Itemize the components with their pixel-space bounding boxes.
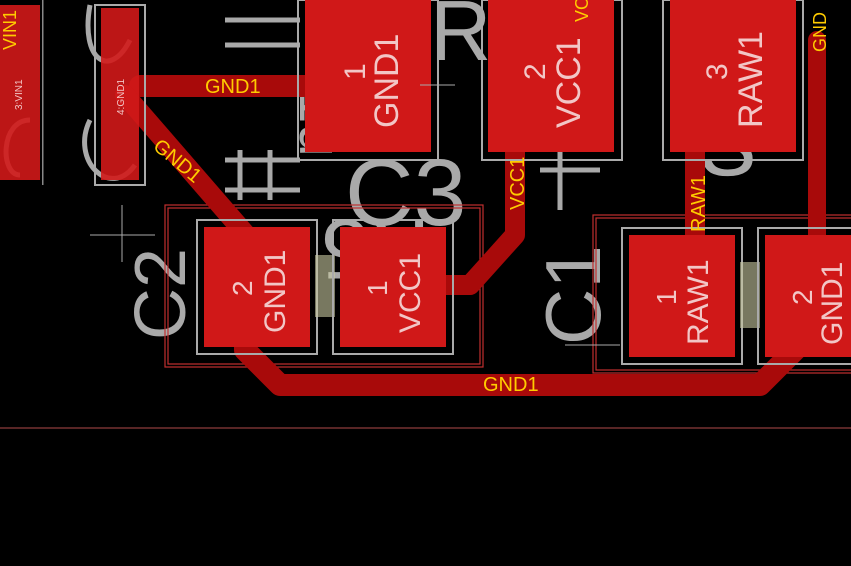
trace-vcc	[430, 135, 525, 295]
net-label-raw: RAW1	[688, 175, 710, 232]
pad-c2-vcc-net: VCC1	[394, 253, 427, 333]
pad-c1-raw-num: 1	[651, 289, 682, 305]
pad-c1-raw[interactable]: 1 RAW1	[621, 227, 743, 365]
origin-marks	[90, 84, 620, 346]
pad-c1-gnd-net: GND1	[816, 262, 849, 345]
pad-c2-vcc[interactable]: 1 VCC1	[332, 219, 454, 355]
pad-left-vin[interactable]: 3:VIN1	[0, 0, 44, 185]
net-label-gnd-top-right: GND	[810, 12, 830, 52]
pad-c2-gnd-num: 2	[227, 280, 258, 296]
pad-top-gnd-num: 1	[339, 63, 372, 80]
c2-body	[315, 255, 335, 317]
pad-c1-raw-net: RAW1	[682, 259, 715, 345]
pad-c1-gnd[interactable]: 2 GND1	[757, 227, 851, 365]
silk-c2: C2	[121, 248, 201, 340]
net-label-vcc-top-right: VC	[572, 0, 592, 22]
silk-c1: C1	[529, 245, 617, 345]
pad-top-vcc-net: VCC1	[550, 37, 588, 128]
net-label-gnd-top: GND1	[205, 76, 261, 98]
pad-top-vcc[interactable]: 2 VCC1	[481, 0, 623, 161]
pad-left-vin-label: 3:VIN1	[14, 79, 25, 110]
c1-outline	[592, 214, 851, 374]
pad-left-gnd-label: 4:GND1	[116, 78, 127, 115]
net-label-vcc: VCC1	[507, 157, 529, 210]
net-label-gnd-bottom: GND1	[483, 374, 539, 396]
pad-top-gnd[interactable]: 1 GND1	[297, 0, 439, 161]
pad-c2-gnd-net: GND1	[259, 250, 292, 333]
c2-outline	[164, 204, 484, 368]
pad-c2-gnd[interactable]: 2 GND1	[196, 219, 318, 355]
pad-c1-gnd-num: 2	[787, 289, 818, 305]
c1-body	[740, 262, 760, 328]
pad-c2-vcc-num: 1	[362, 280, 393, 296]
net-label-vin-top-left: VIN1	[0, 10, 20, 50]
pad-left-gnd[interactable]: 4:GND1	[94, 4, 146, 186]
pad-top-raw-net: RAW1	[732, 31, 770, 128]
pads-layer: 3:VIN1 4:GND1 1 GND1 2 VCC1 3 RAW1	[0, 0, 851, 365]
pad-top-raw[interactable]: 3 RAW1	[662, 0, 804, 161]
pad-top-gnd-net: GND1	[368, 34, 406, 128]
pad-top-raw-num: 3	[701, 63, 734, 80]
pad-top-vcc-num: 2	[519, 63, 552, 80]
